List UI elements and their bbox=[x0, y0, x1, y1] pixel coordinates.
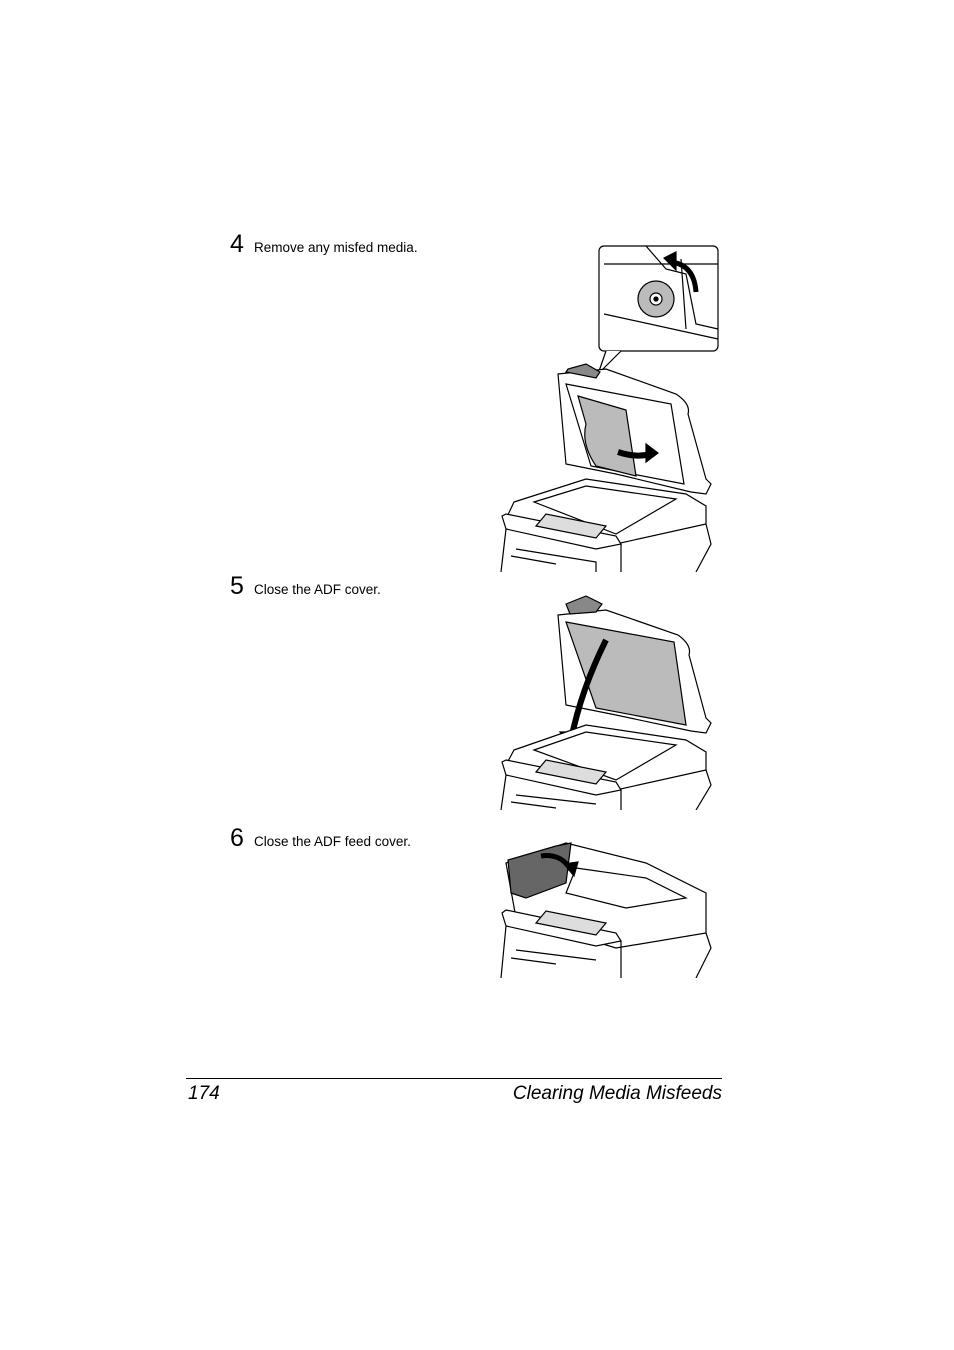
step-number: 6 bbox=[230, 824, 244, 852]
step-instruction: Remove any misfed media. bbox=[254, 240, 418, 255]
step-instruction: Close the ADF feed cover. bbox=[254, 834, 411, 849]
remove-misfed-media-illustration bbox=[500, 245, 719, 572]
step-number: 5 bbox=[230, 572, 244, 600]
step-instruction: Close the ADF cover. bbox=[254, 582, 381, 597]
page-number: 174 bbox=[188, 1083, 220, 1104]
step-4: 4 Remove any misfed media. bbox=[230, 232, 418, 257]
footer-divider bbox=[186, 1078, 722, 1079]
close-adf-feed-cover-illustration bbox=[500, 842, 712, 978]
step-5: 5 Close the ADF cover. bbox=[230, 574, 381, 599]
gear-knob-icon bbox=[637, 280, 675, 318]
close-adf-cover-illustration bbox=[500, 595, 712, 810]
section-title: Clearing Media Misfeeds bbox=[512, 1083, 722, 1104]
step-6: 6 Close the ADF feed cover. bbox=[230, 826, 411, 851]
step-number: 4 bbox=[230, 230, 244, 258]
